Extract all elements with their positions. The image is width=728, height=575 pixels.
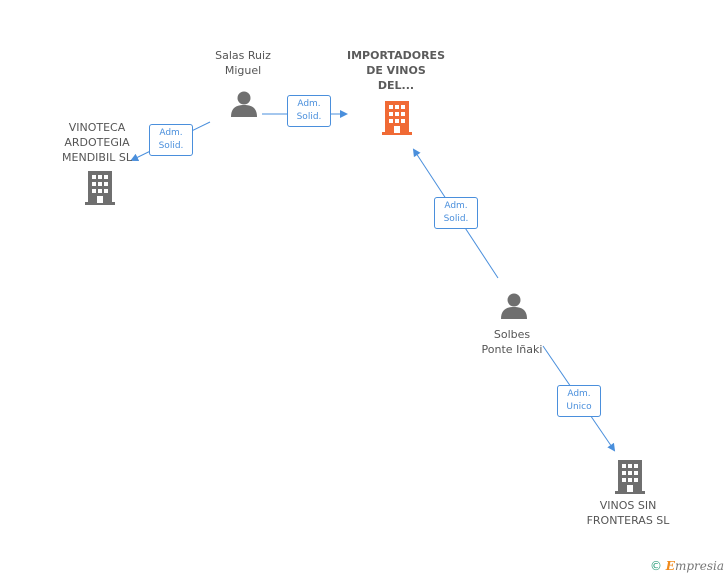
brand-name: mpresia [674, 559, 724, 573]
person-label-salas[interactable]: Salas Ruiz Miguel [215, 49, 271, 77]
relation-label-solbes-importadores[interactable]: Adm. Solid. [434, 197, 478, 229]
empresia-logo[interactable]: © Empresia [650, 559, 724, 573]
person-icon[interactable] [230, 90, 258, 118]
relation-label-salas-importadores[interactable]: Adm. Solid. [287, 95, 331, 127]
building-icon[interactable] [382, 101, 412, 135]
company-label-importadores[interactable]: IMPORTADORES DE VINOS DEL... [347, 49, 445, 92]
company-label-vinos[interactable]: VINOS SIN FRONTERAS SL [586, 499, 670, 527]
person-icon[interactable] [500, 292, 528, 320]
relation-label-solbes-vinos[interactable]: Adm. Unico [557, 385, 601, 417]
building-icon[interactable] [615, 460, 645, 494]
copyright-symbol: © [649, 559, 662, 573]
company-label-vinoteca[interactable]: VINOTECA ARDOTEGIA MENDIBIL SL [62, 121, 132, 164]
brand-initial: E [665, 559, 675, 573]
relation-label-salas-vinoteca[interactable]: Adm. Solid. [149, 124, 193, 156]
building-icon[interactable] [85, 171, 115, 205]
person-label-solbes[interactable]: Solbes Ponte Iñaki [481, 328, 543, 356]
